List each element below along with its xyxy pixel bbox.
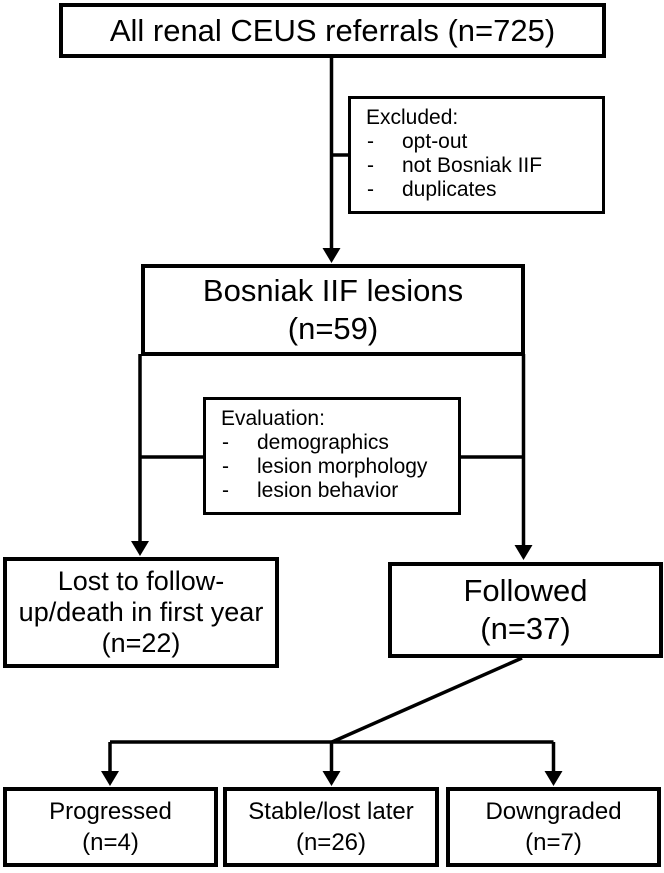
node-excluded: Excluded: - opt-out - not Bosniak IIF - …	[348, 96, 605, 214]
excluded-title: Excluded:	[366, 106, 459, 129]
excluded-item-label: not Bosniak IIF	[402, 154, 543, 177]
excluded-item: - opt-out	[366, 130, 594, 154]
node-count: (n=22)	[101, 628, 181, 658]
node-count: (n=7)	[525, 829, 582, 856]
node-label: Bosniak IIF lesions	[202, 273, 464, 308]
node-lost-to-followup: Lost to follow- up/death in first year (…	[3, 557, 279, 668]
node-count: (n=4)	[82, 829, 139, 856]
node-evaluation: Evaluation: - demographics - lesion morp…	[203, 397, 461, 515]
bullet-dash: -	[222, 431, 229, 454]
node-label: Stable/lost later	[248, 798, 414, 825]
connector-followed-diagonal	[331, 656, 523, 744]
bullet-dash: -	[367, 178, 374, 201]
node-label: up/death in first year	[18, 597, 264, 627]
bullet-dash: -	[222, 455, 229, 478]
arrowhead-downgraded	[544, 771, 563, 786]
node-progressed: Progressed (n=4)	[3, 787, 218, 867]
arrowhead-bosniak	[322, 248, 341, 263]
excluded-item: - duplicates	[366, 178, 594, 202]
bullet-dash: -	[222, 479, 229, 502]
node-count: (n=26)	[295, 829, 367, 856]
node-stable-lost-later: Stable/lost later (n=26)	[223, 787, 439, 867]
excluded-item-label: duplicates	[402, 178, 497, 201]
evaluation-item: - lesion behavior	[221, 479, 450, 503]
node-label: Progressed	[49, 798, 172, 825]
arrowhead-stable	[322, 771, 341, 786]
node-downgraded: Downgraded (n=7)	[446, 787, 661, 867]
arrowhead-progressed	[101, 771, 119, 786]
node-label: Downgraded	[485, 798, 622, 825]
arrowhead-lost	[131, 541, 149, 556]
excluded-item: - not Bosniak IIF	[366, 154, 594, 178]
node-label: All renal CEUS referrals (n=725)	[109, 12, 556, 48]
evaluation-item-label: lesion behavior	[257, 479, 399, 502]
bullet-dash: -	[367, 154, 374, 177]
excluded-item-label: opt-out	[402, 130, 468, 153]
evaluation-item-label: lesion morphology	[257, 455, 428, 478]
node-all-renal-referrals: All renal CEUS referrals (n=725)	[59, 3, 606, 58]
evaluation-item-label: demographics	[257, 431, 389, 454]
node-count: (n=37)	[480, 611, 571, 646]
evaluation-item: - lesion morphology	[221, 455, 450, 479]
arrowhead-followed	[514, 545, 533, 560]
node-label: Followed	[463, 573, 588, 608]
node-bosniak-lesions: Bosniak IIF lesions (n=59)	[141, 264, 525, 356]
node-followed: Followed (n=37)	[388, 562, 663, 658]
evaluation-item: - demographics	[221, 431, 450, 455]
node-count: (n=59)	[287, 311, 379, 346]
bullet-dash: -	[367, 130, 374, 153]
node-label: Lost to follow-	[57, 566, 225, 596]
evaluation-title: Evaluation:	[221, 407, 325, 430]
